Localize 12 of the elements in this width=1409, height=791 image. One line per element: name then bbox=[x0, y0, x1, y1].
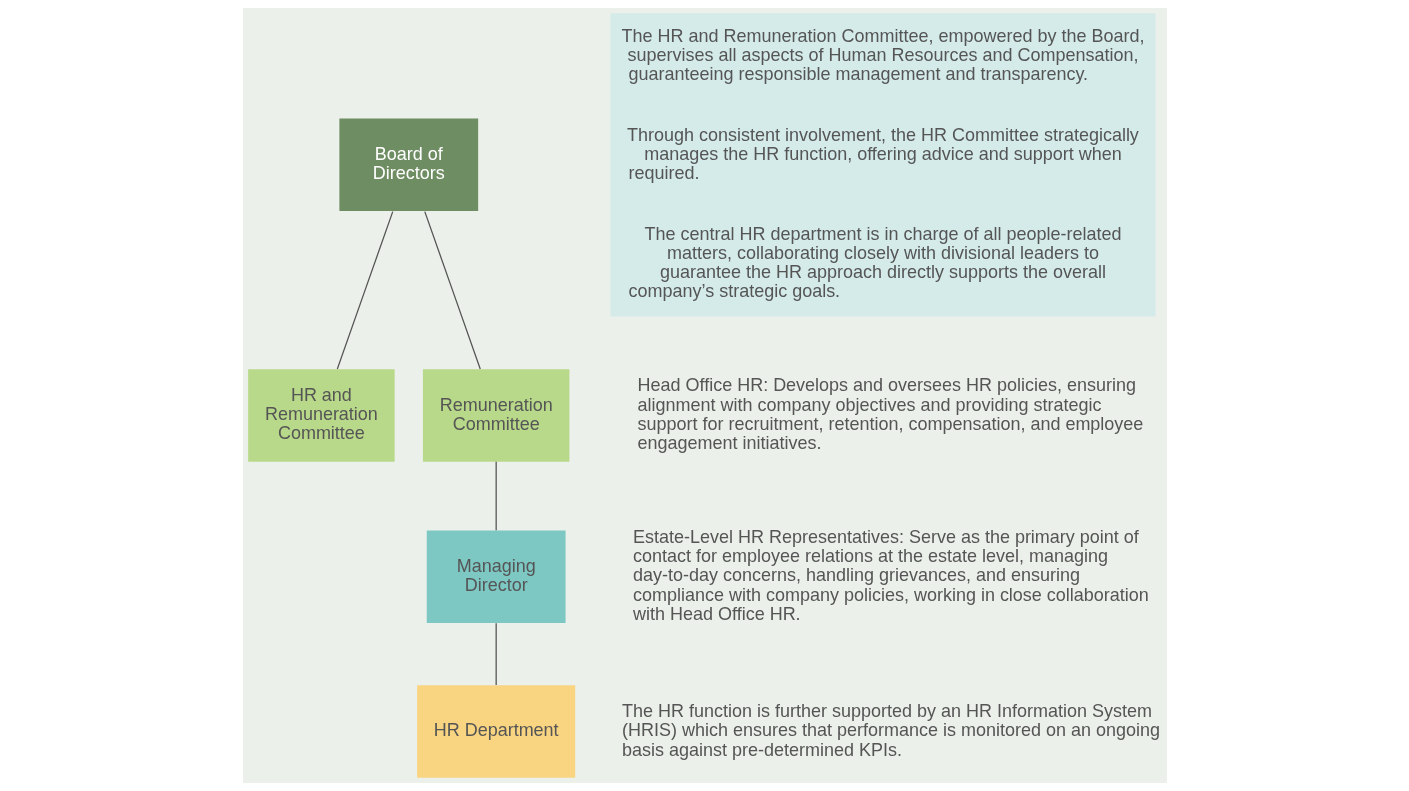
label: Estate-Level HR Representatives: Serve as the primary point of contact for employee relations at the estate level, managing day-to-day concerns, handling grievances, and ensuring compliance with company policies, working in close collaboration with Head Office HR. bbox=[632, 526, 1149, 625]
label: The HR function is further supported by an HR Information System (HRIS) which ensures that performance is monitored on an ongoing basis against pre-determined KPIs. bbox=[621, 701, 1160, 760]
node-box: HR Department bbox=[416, 685, 575, 778]
connector bbox=[336, 210, 393, 370]
label: Head Office HR: Develops and oversees HR policies, ensuring alignment with company objectives and providing strategic support for recruitment, retention, compensation, and employee engagement initiatives. bbox=[637, 375, 1143, 454]
node-box: HR and Remuneration Committee bbox=[247, 369, 395, 462]
node-box: Board of Directors bbox=[338, 118, 478, 212]
connector bbox=[423, 210, 481, 370]
node-box: Remuneration Committee bbox=[422, 369, 569, 462]
connector bbox=[495, 622, 497, 686]
node-box: Managing Director bbox=[426, 530, 566, 623]
connector bbox=[495, 461, 497, 531]
